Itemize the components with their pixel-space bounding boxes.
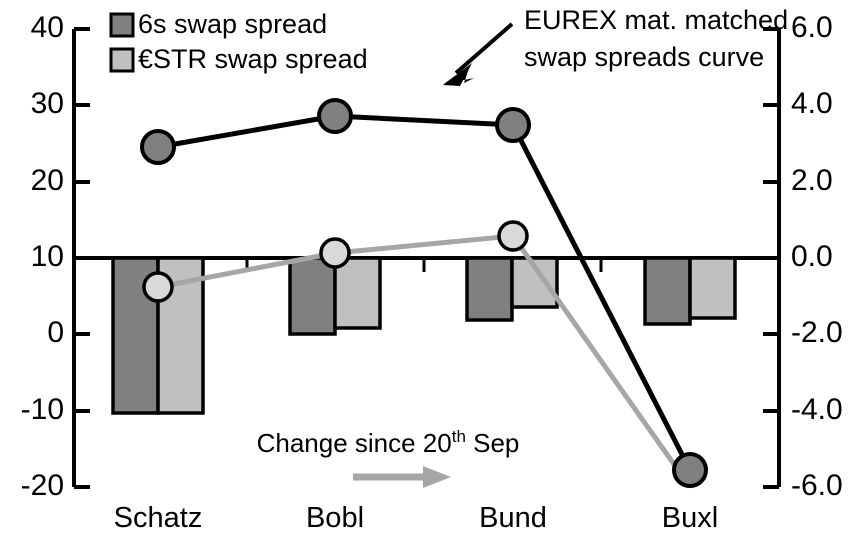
left-tick-label-40: 40 bbox=[31, 11, 64, 44]
legend-label-estr: €STR swap spread bbox=[138, 44, 368, 74]
right-tick-label-4: 4.0 bbox=[791, 87, 833, 120]
right-tick-label-neg6: -6.0 bbox=[791, 469, 843, 502]
callout-line-1: EUREX mat. matched bbox=[524, 5, 788, 35]
right-tick-label-neg4: -4.0 bbox=[791, 393, 843, 426]
left-tick-label-20: 20 bbox=[31, 164, 64, 197]
line-path-current bbox=[157, 113, 693, 472]
right-tick-label-0: 0.0 bbox=[791, 240, 833, 273]
marker-20sep-schatz[interactable] bbox=[142, 271, 174, 303]
note-superscript: th bbox=[452, 427, 466, 446]
left-tick-label-neg20: -20 bbox=[21, 469, 64, 502]
note-text: Change since 20th Sep bbox=[257, 427, 520, 458]
change-since-note: Change since 20th Sep bbox=[257, 427, 520, 488]
callout-arrow-shaft bbox=[454, 22, 514, 75]
marker-20sep-bobl[interactable] bbox=[319, 237, 351, 269]
legend-swatch-estr bbox=[109, 47, 135, 73]
right-tick-label-neg2: -2.0 bbox=[791, 316, 843, 349]
left-tick-label-10: 10 bbox=[31, 240, 64, 273]
category-label-schatz: Schatz bbox=[114, 502, 203, 534]
right-tick-label-6: 6.0 bbox=[791, 11, 833, 44]
marker-current-buxl[interactable] bbox=[672, 452, 708, 488]
category-label-bobl: Bobl bbox=[306, 502, 364, 534]
marker-20sep-bund[interactable] bbox=[497, 220, 529, 252]
note-text-before: Change since 20 bbox=[257, 428, 452, 458]
right-arrow-icon bbox=[423, 466, 451, 488]
marker-current-bobl[interactable] bbox=[317, 98, 353, 134]
marker-current-schatz[interactable] bbox=[140, 129, 176, 165]
callout-line-2: swap spreads curve bbox=[524, 42, 764, 72]
left-axis: 40 30 20 10 0 -10 -20 bbox=[21, 11, 90, 502]
bar-buxl-6s[interactable] bbox=[643, 256, 692, 326]
series-line-20sep bbox=[142, 220, 693, 489]
curve-callout-annotation: EUREX mat. matched swap spreads curve bbox=[443, 5, 788, 86]
bar-bobl-estr[interactable] bbox=[333, 256, 382, 330]
bar-bund-6s[interactable] bbox=[465, 256, 514, 322]
note-text-after: Sep bbox=[466, 428, 520, 458]
left-tick-label-0: 0 bbox=[47, 316, 64, 349]
legend-label-6s: 6s swap spread bbox=[138, 9, 327, 39]
right-axis: 6.0 4.0 2.0 0.0 -2.0 -4.0 -6.0 bbox=[763, 11, 843, 502]
category-label-buxl: Buxl bbox=[662, 502, 718, 534]
series-line-current bbox=[140, 98, 708, 488]
category-label-bund: Bund bbox=[479, 502, 547, 534]
bar-bobl-6s[interactable] bbox=[288, 256, 337, 336]
down-left-arrow-icon bbox=[443, 63, 472, 86]
line-path-20sep bbox=[157, 233, 693, 489]
legend-swatch-6s bbox=[109, 12, 135, 38]
right-tick-label-2: 2.0 bbox=[791, 164, 833, 197]
category-labels: Schatz Bobl Bund Buxl bbox=[114, 502, 719, 534]
marker-current-bund[interactable] bbox=[495, 107, 531, 143]
legend: 6s swap spread €STR swap spread bbox=[109, 9, 368, 74]
left-tick-label-30: 30 bbox=[31, 87, 64, 120]
left-tick-label-neg10: -10 bbox=[21, 393, 64, 426]
bar-buxl-estr[interactable] bbox=[688, 256, 737, 320]
